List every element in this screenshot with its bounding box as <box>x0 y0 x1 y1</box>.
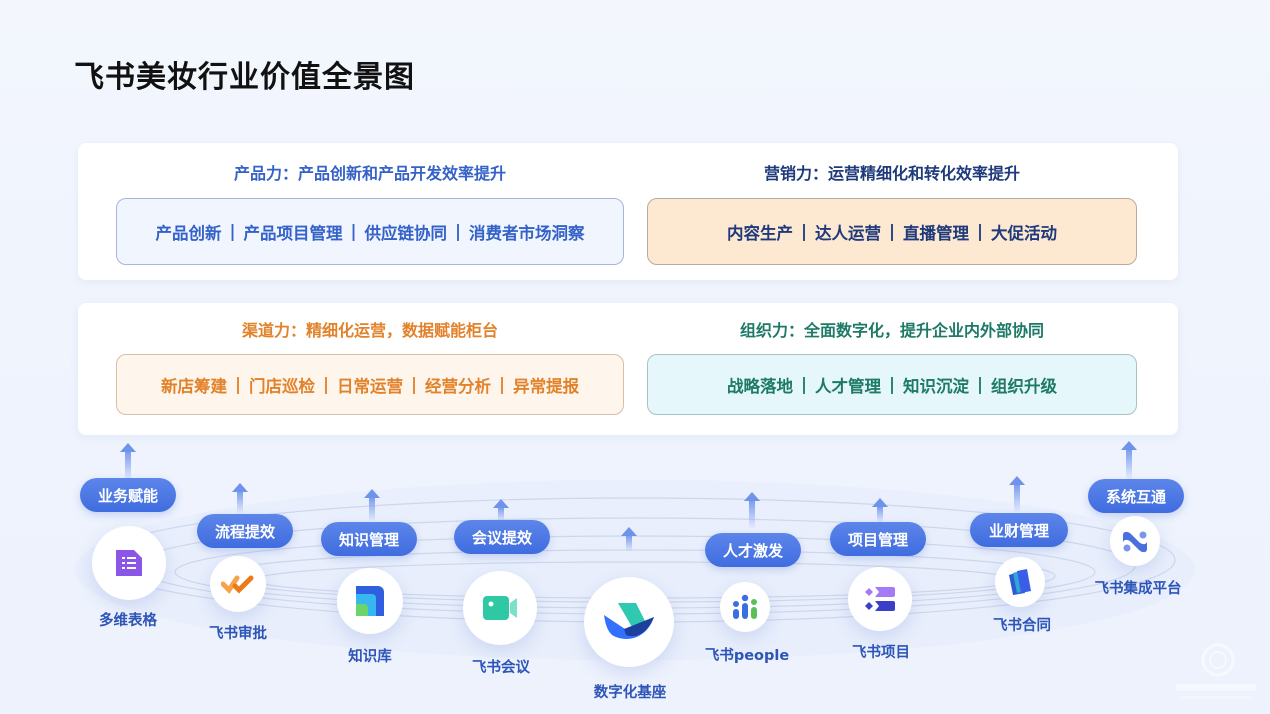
node-approval[interactable] <box>210 556 266 612</box>
pill-meeting-efficiency: 会议提效 <box>454 520 550 554</box>
section-heading: 组织力：全面数字化，提升企业内外部协同 <box>739 321 1044 340</box>
separator: | <box>411 375 418 394</box>
node-wiki[interactable] <box>337 568 403 634</box>
node-label: 知识库 <box>348 649 392 665</box>
node-people[interactable] <box>720 582 770 632</box>
up-arrow-icon <box>232 483 248 513</box>
capability-item: 产品项目管理 <box>243 223 343 243</box>
product-power-section: 产品力：产品创新和产品开发效率提升 产品创新 | 产品项目管理 | 供应链协同 … <box>116 143 624 280</box>
separator: | <box>350 222 357 241</box>
up-arrow-icon <box>1121 441 1137 479</box>
node-digital-foundation[interactable] <box>584 577 674 667</box>
capability-item: 门店巡检 <box>248 376 315 396</box>
capability-item: 消费者市场洞察 <box>469 223 585 243</box>
capability-item: 人才管理 <box>814 376 881 396</box>
people-icon <box>733 594 757 619</box>
node-label: 飞书审批 <box>209 626 267 642</box>
node-label: 数字化基座 <box>593 685 667 701</box>
pill-finance-management: 业财管理 <box>970 513 1068 547</box>
node-label: 飞书会议 <box>472 660 530 676</box>
separator: | <box>234 375 241 394</box>
up-arrow-icon <box>744 492 760 528</box>
node-integration-platform[interactable] <box>1110 516 1160 566</box>
up-arrow-icon <box>621 527 637 551</box>
node-label: 飞书合同 <box>993 618 1051 634</box>
capability-item: 经营分析 <box>425 376 492 396</box>
integration-icon <box>1123 531 1147 553</box>
value-panel-top: 产品力：产品创新和产品开发效率提升 产品创新 | 产品项目管理 | 供应链协同 … <box>78 143 1178 280</box>
pill-process-efficiency: 流程提效 <box>197 514 293 548</box>
channel-power-section: 渠道力：精细化运营，数据赋能柜台 新店筹建 | 门店巡检 | 日常运营 | 经营… <box>116 303 624 435</box>
node-label: 多维表格 <box>99 613 157 629</box>
section-heading: 渠道力：精细化运营，数据赋能柜台 <box>241 321 498 340</box>
pill-business-enablement: 业务赋能 <box>80 478 176 512</box>
project-icon <box>865 587 895 611</box>
separator: | <box>229 222 236 241</box>
separator: | <box>455 222 462 241</box>
separator: | <box>499 375 506 394</box>
wiki-icon <box>356 586 384 616</box>
up-arrow-icon <box>120 443 136 481</box>
separator: | <box>977 375 984 394</box>
node-label: 飞书项目 <box>852 645 910 661</box>
capability-item: 产品创新 <box>155 223 222 243</box>
page-title: 飞书美妆行业价值全景图 <box>74 60 415 95</box>
pill-talent-activation: 人才激发 <box>705 533 801 567</box>
capability-item: 内容生产 <box>726 223 793 243</box>
capability-item: 日常运营 <box>337 376 403 396</box>
capability-item: 新店筹建 <box>160 376 227 396</box>
pill-project-management: 项目管理 <box>830 522 926 556</box>
node-meeting[interactable] <box>463 571 537 645</box>
capability-box: 新店筹建 | 门店巡检 | 日常运营 | 经营分析 | 异常提报 <box>116 354 624 415</box>
capability-item: 大促活动 <box>991 223 1058 243</box>
up-arrow-icon <box>1009 476 1025 512</box>
node-label: 飞书集成平台 <box>1094 581 1182 597</box>
up-arrow-icon <box>872 498 888 522</box>
section-heading: 营销力：运营精细化和转化效率提升 <box>763 164 1020 183</box>
value-panel-middle: 渠道力：精细化运营，数据赋能柜台 新店筹建 | 门店巡检 | 日常运营 | 经营… <box>78 303 1178 435</box>
node-project[interactable] <box>848 567 912 631</box>
capability-item: 知识沉淀 <box>903 376 970 396</box>
node-contract[interactable] <box>995 557 1045 607</box>
node-bitable[interactable] <box>92 526 166 600</box>
up-arrow-icon <box>364 489 380 521</box>
capability-item: 异常提报 <box>513 376 580 396</box>
separator: | <box>800 222 807 241</box>
video-meeting-icon <box>483 596 517 620</box>
capability-item: 直播管理 <box>903 223 970 243</box>
capability-item: 战略落地 <box>726 376 793 396</box>
pill-knowledge-management: 知识管理 <box>321 522 417 556</box>
feishu-logo-icon <box>604 603 654 639</box>
marketing-power-section: 营销力：运营精细化和转化效率提升 内容生产 | 达人运营 | 直播管理 | 大促… <box>647 143 1137 280</box>
separator: | <box>977 222 984 241</box>
table-icon <box>116 550 142 576</box>
watermark-logo-icon <box>1176 643 1256 699</box>
pill-system-integration: 系统互通 <box>1088 479 1184 513</box>
capability-box: 战略落地 | 人才管理 | 知识沉淀 | 组织升级 <box>647 354 1137 415</box>
capability-item: 组织升级 <box>991 376 1058 396</box>
capability-box: 产品创新 | 产品项目管理 | 供应链协同 | 消费者市场洞察 <box>116 198 624 265</box>
separator: | <box>888 375 896 394</box>
separator: | <box>800 375 807 394</box>
contract-icon <box>1009 569 1031 595</box>
approval-icon <box>221 575 254 594</box>
separator: | <box>888 222 896 241</box>
organization-power-section: 组织力：全面数字化，提升企业内外部协同 战略落地 | 人才管理 | 知识沉淀 |… <box>647 303 1137 435</box>
up-arrow-icon <box>493 499 509 521</box>
node-label: 飞书people <box>704 648 790 664</box>
capability-box: 内容生产 | 达人运营 | 直播管理 | 大促活动 <box>647 198 1137 265</box>
separator: | <box>322 375 329 394</box>
section-heading: 产品力：产品创新和产品开发效率提升 <box>233 164 506 183</box>
capability-item: 供应链协同 <box>364 223 448 243</box>
capability-item: 达人运营 <box>814 223 881 243</box>
